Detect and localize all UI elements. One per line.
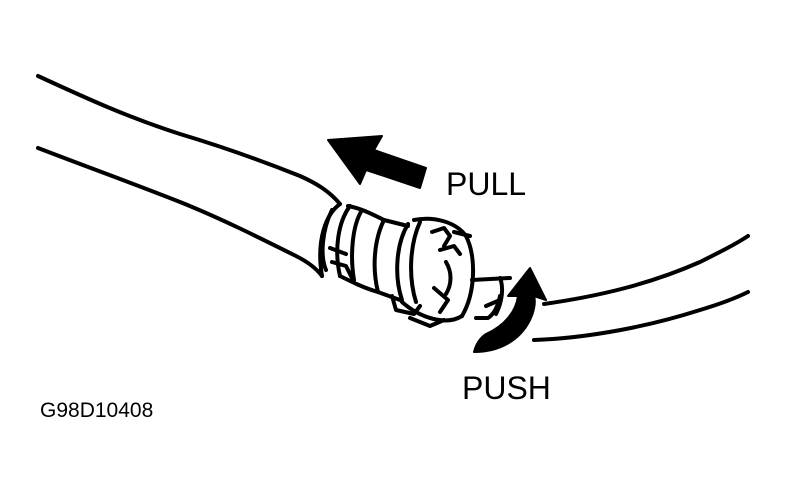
- figure-code: G98D10408: [40, 399, 154, 422]
- right-hose: [532, 234, 750, 342]
- curved-arrow-icon: [473, 267, 547, 353]
- arrow-left-icon: [327, 135, 427, 189]
- quick-connector: [328, 204, 475, 328]
- push-label: PUSH: [462, 370, 551, 406]
- fuel-tube: [470, 276, 512, 320]
- pull-label: PULL: [446, 166, 527, 202]
- left-hose: [36, 74, 342, 278]
